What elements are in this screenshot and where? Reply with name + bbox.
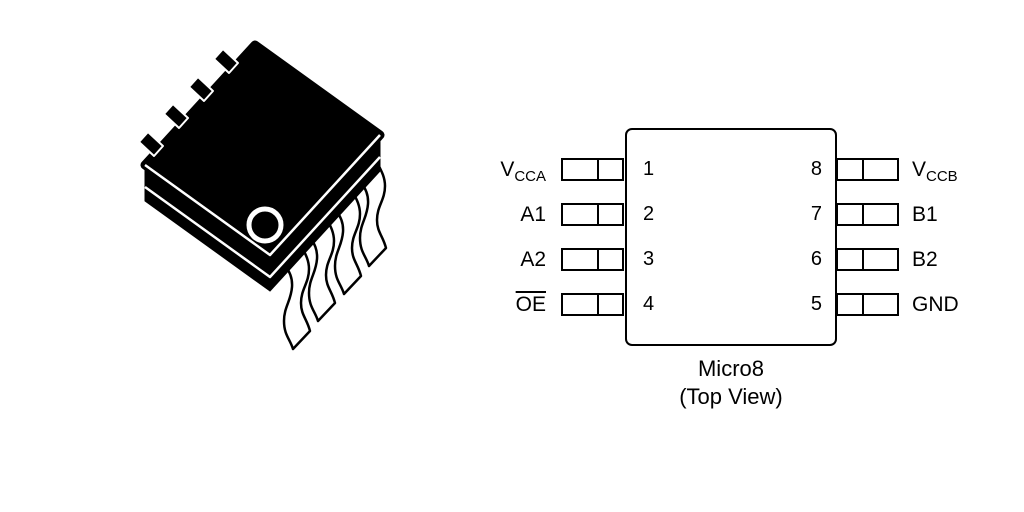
lead-seam xyxy=(861,249,864,270)
chip-back-leads xyxy=(138,48,239,157)
lead-seam xyxy=(861,159,864,180)
pin-lead-1 xyxy=(561,158,624,181)
lead-seam xyxy=(861,294,864,315)
pin-label-base: OE xyxy=(515,293,546,316)
pin-label-base: B1 xyxy=(912,203,938,226)
pin-label-b1: B1 xyxy=(912,202,938,227)
chip-3d-illustration xyxy=(138,40,388,351)
pin-lead-8 xyxy=(836,158,899,181)
ic-body-outline xyxy=(625,128,837,346)
lead-seam xyxy=(597,249,600,270)
lead-seam xyxy=(597,204,600,225)
pin-lead-5 xyxy=(836,293,899,316)
lead-seam xyxy=(597,159,600,180)
pin-number-1: 1 xyxy=(643,158,655,180)
package-name: Micro8 xyxy=(697,356,764,381)
pin-label-a1: A1 xyxy=(520,202,546,227)
pin1-dimple xyxy=(246,206,284,244)
pin-number-5: 5 xyxy=(810,293,822,315)
pin-label-base: GND xyxy=(912,293,959,316)
pin-number-7: 7 xyxy=(810,203,822,225)
view-label: (Top View) xyxy=(679,384,783,409)
pin-number-3: 3 xyxy=(643,248,655,270)
pin-lead-6 xyxy=(836,248,899,271)
chip-mold-lines xyxy=(144,134,381,279)
pin-lead-4 xyxy=(561,293,624,316)
pin-label-base: B2 xyxy=(912,248,938,271)
pin-label-gnd: GND xyxy=(912,292,959,317)
pin-lead-3 xyxy=(561,248,624,271)
pin-number-4: 4 xyxy=(643,293,655,315)
pin-number-8: 8 xyxy=(810,158,822,180)
pin-label-base: A1 xyxy=(520,203,546,226)
pin-label-subscript: CCA xyxy=(514,168,546,186)
pin-label-vccb: VCCB xyxy=(912,157,958,186)
pin-label-base: A2 xyxy=(520,248,546,271)
pin-number-6: 6 xyxy=(810,248,822,270)
pin-label-base: V xyxy=(500,158,515,181)
pin-lead-2 xyxy=(561,203,624,226)
pin-label-subscript: CCB xyxy=(926,168,958,186)
pin-label-oe: OE xyxy=(516,292,546,317)
pin-label-vcca: VCCA xyxy=(500,157,546,186)
lead-seam xyxy=(861,204,864,225)
pin-label-base: V xyxy=(912,158,927,181)
lead-seam xyxy=(597,294,600,315)
pin-lead-7 xyxy=(836,203,899,226)
pin-number-2: 2 xyxy=(643,203,655,225)
pin-label-b2: B2 xyxy=(912,247,938,272)
pin-label-a2: A2 xyxy=(520,247,546,272)
